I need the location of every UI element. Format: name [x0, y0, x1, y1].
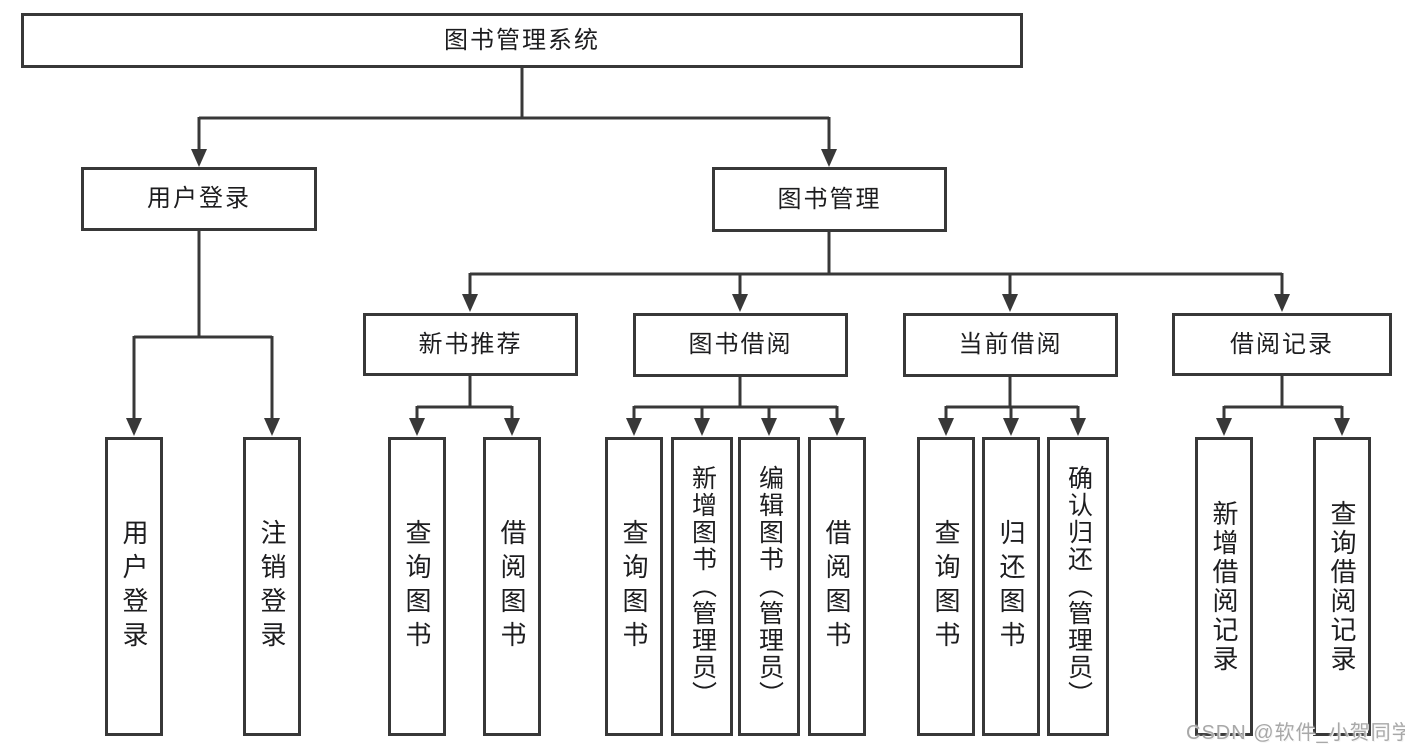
leaf-confirm-return-admin-label: 确认归还（管理员） [1064, 465, 1093, 708]
leaf-query-borrow-record-label: 查询借阅记录 [1327, 499, 1357, 674]
node-root-label: 图书管理系统 [444, 26, 600, 54]
leaf-logout: 注销登录 [243, 437, 301, 736]
csdn-watermark: CSDN @软件_小贺同学 [1186, 722, 1405, 744]
leaf-edit-books-admin: 编辑图书（管理员） [738, 437, 800, 736]
leaf-query-books-current: 查询图书 [917, 437, 975, 736]
leaf-borrow-books: 借阅图书 [808, 437, 866, 736]
leaf-query-books-recommend: 查询图书 [388, 437, 446, 736]
node-root: 图书管理系统 [21, 13, 1023, 68]
node-new-book-recommend-label: 新书推荐 [418, 330, 523, 358]
node-current-borrowing: 当前借阅 [903, 313, 1118, 377]
leaf-edit-books-admin-label: 编辑图书（管理员） [755, 465, 784, 708]
leaf-return-books-label: 归还图书 [996, 518, 1026, 655]
leaf-return-books: 归还图书 [982, 437, 1040, 736]
leaf-user-login-label: 用户登录 [119, 518, 149, 655]
leaf-logout-label: 注销登录 [257, 518, 287, 655]
node-user-login: 用户登录 [81, 167, 317, 231]
leaf-query-books-current-label: 查询图书 [931, 518, 961, 655]
leaf-add-borrow-record-label: 新增借阅记录 [1209, 499, 1239, 674]
leaf-query-books-recommend-label: 查询图书 [402, 518, 432, 655]
node-book-management-label: 图书管理 [777, 185, 882, 213]
arrowheads [126, 149, 1350, 436]
leaf-borrow-books-recommend: 借阅图书 [483, 437, 541, 736]
leaf-confirm-return-admin: 确认归还（管理员） [1047, 437, 1109, 736]
node-new-book-recommend: 新书推荐 [363, 313, 578, 376]
leaf-borrow-books-recommend-label: 借阅图书 [497, 518, 527, 655]
leaf-add-borrow-record: 新增借阅记录 [1195, 437, 1253, 736]
node-borrowing-records-label: 借阅记录 [1230, 330, 1334, 358]
leaf-add-books-admin: 新增图书（管理员） [671, 437, 733, 736]
leaf-query-books-borrowing: 查询图书 [605, 437, 663, 736]
node-borrowing-records: 借阅记录 [1172, 313, 1392, 376]
leaf-query-borrow-record: 查询借阅记录 [1313, 437, 1371, 736]
node-book-borrowing: 图书借阅 [633, 313, 848, 377]
leaf-add-books-admin-label: 新增图书（管理员） [688, 465, 717, 708]
node-book-borrowing-label: 图书借阅 [688, 331, 793, 358]
leaf-borrow-books-label: 借阅图书 [822, 518, 852, 655]
node-user-login-label: 用户登录 [147, 185, 251, 212]
node-book-management: 图书管理 [712, 167, 947, 232]
leaf-user-login: 用户登录 [105, 437, 163, 736]
node-current-borrowing-label: 当前借阅 [958, 331, 1063, 358]
leaf-query-books-borrowing-label: 查询图书 [619, 518, 649, 655]
